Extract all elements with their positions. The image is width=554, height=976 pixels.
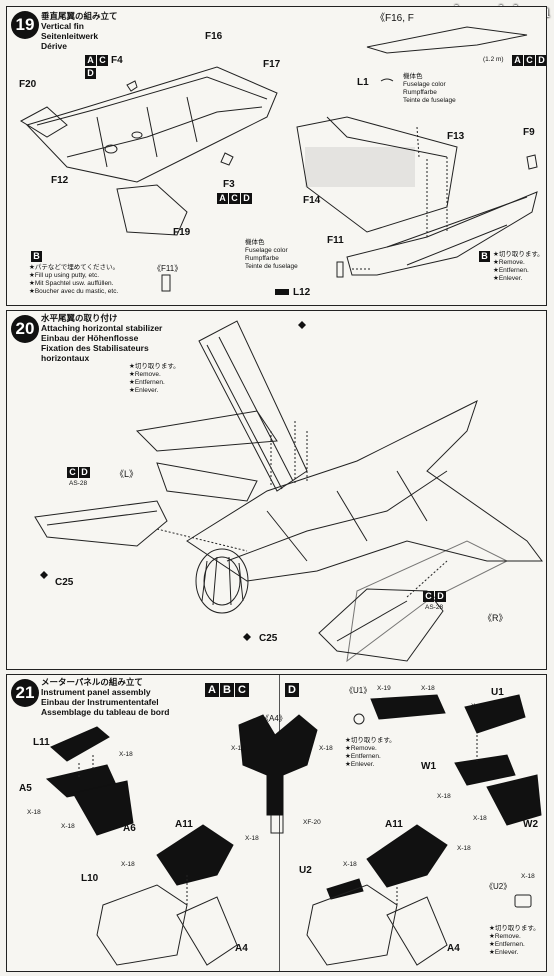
step-number: 19 [11,11,39,39]
title-jp: 水平尾翼の取り付け [41,313,118,323]
remove-note-2: ★切り取ります。★Remove. ★Entfernen.★Enlever. [489,925,540,956]
part-f19: F19 [173,227,191,238]
step-20-drawing [34,320,543,663]
step-20-panel: 20 水平尾翼の取り付け Attaching horizontal stabil… [6,310,547,670]
part-w2: W2 [523,819,538,830]
side-left: 《L》 [115,469,139,479]
part-l11: L11 [33,737,50,748]
version-box-d: D [285,683,300,697]
title-en: Instrument panel assembly [41,687,151,697]
as28-label-left: AS-28 [69,480,88,487]
paint-mark-x19: X-19 [377,685,391,692]
side-right: 《R》 [483,613,508,623]
paint-mark: X-18 [121,861,135,868]
paint-mark: X-18 [231,745,245,752]
step-number: 20 [11,315,39,343]
part-f13: F13 [447,131,465,142]
version-box: D [85,68,97,79]
part-f20: F20 [19,79,37,90]
version-divider [279,675,280,971]
paint-mark: X-18 [61,823,75,830]
title-jp: メーターパネルの組み立て [41,677,143,687]
part-f4: F4 [111,55,123,66]
title-fr: Assemblage du tableau de bord [41,707,170,717]
title-jp: 垂直尾翼の組み立て [41,11,118,21]
part-f3: F3 [223,179,235,190]
dimension-label: (1.2 m) [483,56,504,63]
paint-mark: X-18 [473,815,487,822]
paint-mark: X-18 [457,845,471,852]
part-l12: L12 [293,287,311,298]
paint-mark: X-18 [471,703,485,710]
paint-mark-xf20: XF-20 [303,819,321,826]
paint-mark: X-18 [119,751,133,758]
part-l1: L1 [357,77,369,88]
part-a6: A6 [123,823,136,834]
step-21-panel: 21 メーターパネルの組み立て Instrument panel assembl… [6,674,547,972]
part-f14: F14 [303,195,321,206]
part-u2: U2 [299,865,312,876]
part-f11: F11 [327,235,344,246]
ref-a4: 《A4》 [261,714,287,723]
title-de: Einbau der Höhenflosse [41,333,139,343]
paint-mark: X-18 [521,873,535,880]
title-fr: Fixation des Stabilisateurs horizontaux [41,343,149,363]
paint-mark: X-18 [319,745,333,752]
ref-f16: 《F16, F [375,13,414,24]
part-a5: A5 [19,783,32,794]
paint-mark: X-18 [421,685,435,692]
paint-mark: X-18 [343,861,357,868]
step-title: 水平尾翼の取り付け Attaching horizontal stabilize… [41,313,163,363]
part-f16: F16 [205,31,223,42]
part-a11-right: A11 [385,819,403,830]
part-u1: U1 [491,687,504,698]
part-f17: F17 [263,59,281,70]
title-en: Vertical fin [41,21,84,31]
as28-label-right: AS-28 [425,604,444,611]
part-w1: W1 [421,761,436,772]
title-en: Attaching horizontal stabilizer [41,323,163,333]
remove-note: ★切り取ります。★Remove. ★Entfernen.★Enlever. [493,251,544,282]
paint-mark: X-18 [437,793,451,800]
paint-mark: X-18 [245,835,259,842]
part-a11-left: A11 [175,819,193,830]
step-number: 21 [11,679,39,707]
part-a4-left: A4 [235,943,248,954]
putty-note: ★パテなどで埋めてください。★Fill up using putty, etc.… [29,264,120,295]
part-f9: F9 [523,127,535,138]
step-21-drawing [45,694,542,966]
paint-mark: X-18 [27,809,41,816]
version-box: B [479,251,491,262]
step-19-panel: 19 垂直尾翼の組み立て Vertical fin Seitenleitwerk… [6,6,547,306]
ref-u2: 《U2》 [485,882,512,891]
step-19-drawing [19,26,538,295]
remove-note: ★切り取ります。★Remove. ★Entfernen.★Enlever. [345,737,396,768]
part-a4-right: A4 [447,943,460,954]
title-de: Einbau der Instrumententafel [41,697,159,707]
step-title: 垂直尾翼の組み立て Vertical fin Seitenleitwerk Dé… [41,11,118,51]
step-title: メーターパネルの組み立て Instrument panel assembly E… [41,677,169,717]
remove-note: ★切り取ります。★Remove. ★Entfernen.★Enlever. [129,363,180,394]
ref-f11: 《F11》 [153,264,183,273]
part-f12: F12 [51,175,69,186]
part-l10: L10 [81,873,99,884]
part-c25-right: C25 [259,633,278,644]
title-de: Seitenleitwerk [41,31,99,41]
version-box: B [31,251,43,262]
title-fr: Dérive [41,41,67,51]
ref-u1: 《U1》 [345,686,372,695]
part-c25-left: C25 [55,577,74,588]
